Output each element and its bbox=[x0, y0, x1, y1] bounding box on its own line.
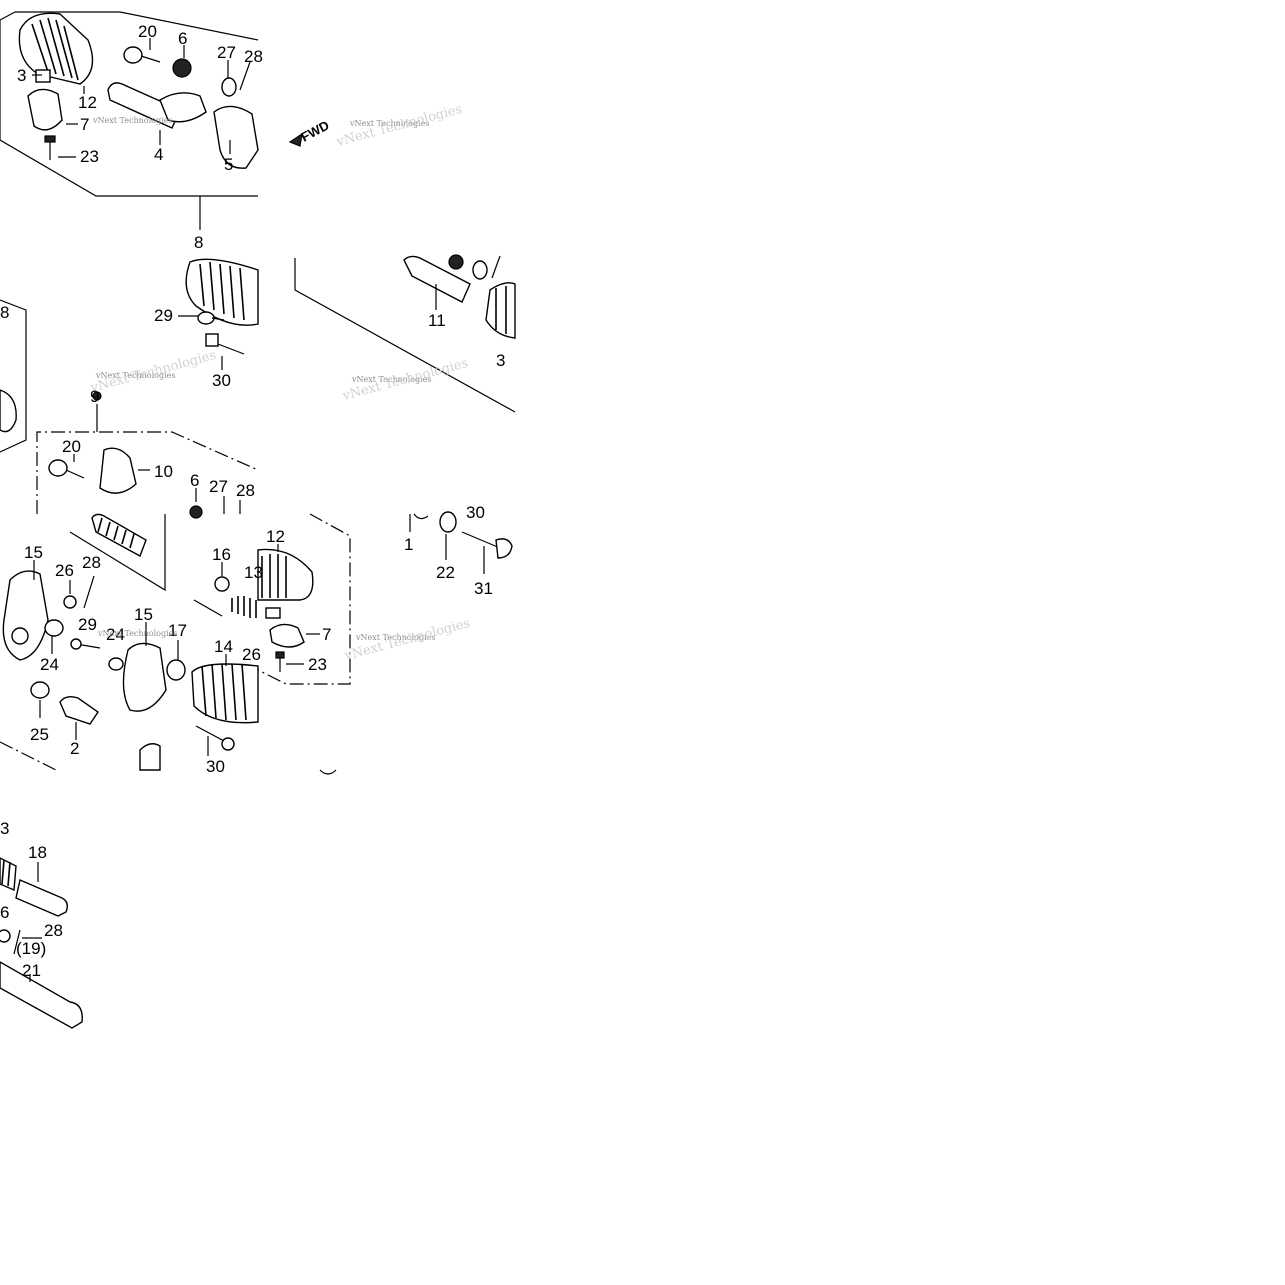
watermark: vNext Technologies bbox=[349, 119, 429, 128]
tile-top-middle: FWD vNext Technologies vNext Technologie… bbox=[288, 102, 464, 150]
callout-3-b: 3 bbox=[496, 351, 505, 370]
watermark: vNext Technologies bbox=[97, 629, 177, 638]
callout-3: 3 bbox=[17, 66, 26, 85]
callout-28-d: 28 bbox=[44, 921, 63, 940]
callout-7-b: 7 bbox=[322, 625, 331, 644]
callout-23: 23 bbox=[80, 147, 99, 166]
callout-10: 10 bbox=[154, 462, 173, 481]
callout-26-b: 26 bbox=[242, 645, 261, 664]
pivot-shaft bbox=[403, 255, 471, 303]
step-bracket bbox=[122, 642, 167, 712]
callout-5: 5 bbox=[224, 155, 233, 174]
fwd-label: FWD bbox=[298, 118, 331, 145]
callout-24-b: 24 bbox=[106, 625, 125, 644]
fwd-arrow: FWD bbox=[288, 118, 332, 147]
footpeg-rubber bbox=[191, 663, 259, 724]
callout-21: 21 bbox=[22, 961, 41, 980]
callout-30: 30 bbox=[212, 371, 231, 390]
footpeg-spring bbox=[231, 596, 257, 618]
footpeg-rubber bbox=[257, 548, 314, 601]
watermark: vNext Technologies bbox=[355, 633, 435, 642]
footpeg-rubber bbox=[185, 258, 259, 326]
tile-lowest-left: 3 18 6 28 (19) 21 bbox=[0, 819, 83, 1029]
tile-bottom-left: 15 26 28 24 29 24 15 17 14 26 25 2 30 vN… bbox=[0, 513, 261, 776]
tile-bottom-middle: 16 13 12 7 23 vNext Technologies vNext T… bbox=[193, 513, 472, 775]
watermark: vNext Technologies bbox=[95, 371, 175, 380]
callout-20: 20 bbox=[138, 22, 157, 41]
callout-15: 15 bbox=[24, 543, 43, 562]
callout-15-b: 15 bbox=[134, 605, 153, 624]
callout-9: 9 bbox=[90, 387, 99, 406]
callout-13: 13 bbox=[244, 563, 263, 582]
bracket bbox=[269, 623, 305, 648]
callout-1: 1 bbox=[404, 535, 413, 554]
callout-20-b: 20 bbox=[62, 437, 81, 456]
callout-18: 18 bbox=[28, 843, 47, 862]
callout-16: 16 bbox=[212, 545, 231, 564]
watermark: vNext Technologies bbox=[351, 375, 431, 384]
callout-19: (19) bbox=[16, 939, 46, 958]
callout-26: 26 bbox=[55, 561, 74, 580]
tile-bottom-right: 1 30 22 31 bbox=[404, 503, 513, 598]
tile-mid-middle: 11 3 vNext Technologies vNext Technologi… bbox=[294, 254, 516, 413]
watermark: vNext Technologies bbox=[92, 116, 172, 125]
pivot-shaft bbox=[15, 879, 69, 917]
callout-8: 8 bbox=[194, 233, 203, 252]
bracket bbox=[99, 447, 137, 494]
callout-3-c: 3 bbox=[0, 819, 9, 838]
callout-11: 11 bbox=[428, 311, 446, 330]
callout-14: 14 bbox=[214, 637, 233, 656]
callout-6-c: 6 bbox=[0, 903, 9, 922]
callout-4: 4 bbox=[154, 145, 163, 164]
callout-31: 31 bbox=[474, 579, 493, 598]
callout-27: 27 bbox=[217, 43, 236, 62]
callout-12-b: 12 bbox=[266, 527, 285, 546]
tile-mid-left: 8 29 30 vNext Technologies vNext Technol… bbox=[0, 258, 259, 453]
callout-29-b: 29 bbox=[78, 615, 97, 634]
callout-28-b: 28 bbox=[236, 481, 255, 500]
collar bbox=[35, 69, 51, 83]
footpeg-rubber bbox=[485, 282, 516, 339]
footpeg-spring-rubber bbox=[91, 513, 147, 558]
footpeg-spring bbox=[0, 857, 17, 892]
callout-30-b: 30 bbox=[206, 757, 225, 776]
holder bbox=[213, 105, 259, 169]
callout-2: 2 bbox=[70, 739, 79, 758]
step-bracket bbox=[2, 570, 49, 661]
callout-6: 6 bbox=[178, 29, 187, 48]
bracket bbox=[27, 88, 63, 131]
rod bbox=[0, 961, 83, 1029]
callout-7: 7 bbox=[80, 115, 89, 134]
callout-22: 22 bbox=[436, 563, 455, 582]
footpeg-rubber bbox=[18, 12, 94, 85]
callout-25: 25 bbox=[30, 725, 49, 744]
callout-28: 28 bbox=[244, 47, 263, 66]
callout-23-b: 23 bbox=[308, 655, 327, 674]
callout-6-b: 6 bbox=[190, 471, 199, 490]
callout-12: 12 bbox=[78, 93, 97, 112]
callout-24: 24 bbox=[40, 655, 59, 674]
callout-29: 29 bbox=[154, 306, 173, 325]
callout-8-b: 8 bbox=[0, 303, 9, 322]
callout-28-c: 28 bbox=[82, 553, 101, 572]
tile-lower-left-top: 20 10 6 27 28 9 bbox=[36, 387, 259, 519]
callout-27-b: 27 bbox=[209, 477, 228, 496]
callout-30-c: 30 bbox=[466, 503, 485, 522]
tile-top-left: vNext Technologies 20 6 27 28 3 12 7 4 5… bbox=[0, 11, 263, 252]
callout-17: 17 bbox=[168, 621, 187, 640]
